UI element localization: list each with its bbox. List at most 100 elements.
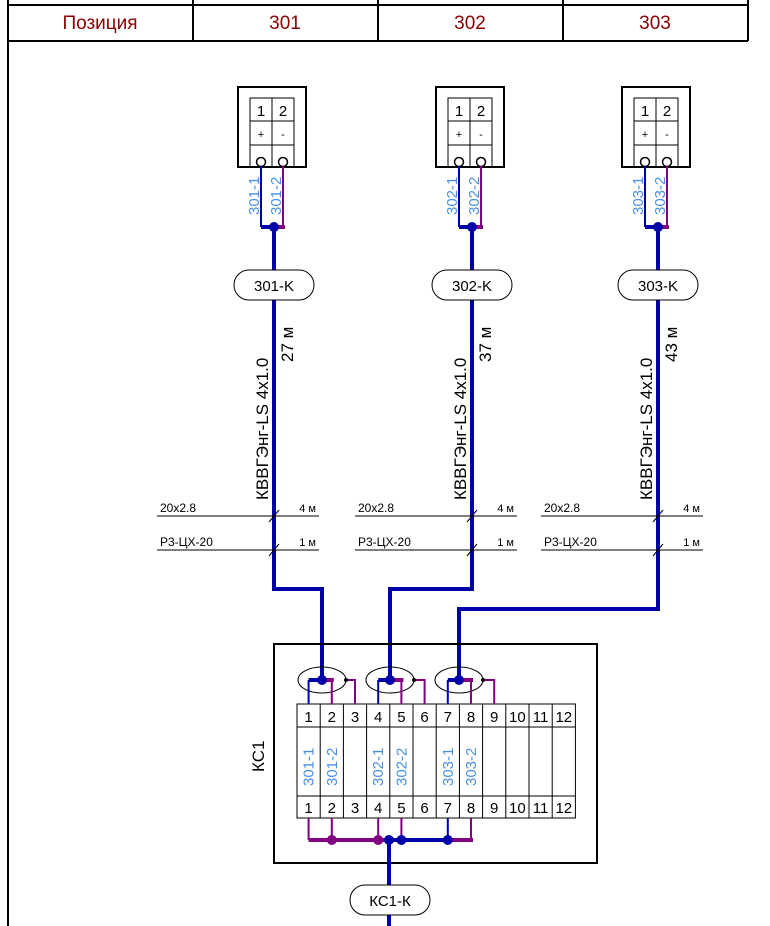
conduit-length: 1 м [683, 537, 700, 549]
wire-label: 301-1 [246, 177, 263, 215]
header-position-303: 303 [639, 13, 671, 34]
terminal-bottom-number: 7 [444, 800, 452, 817]
terminal-top-number: 6 [420, 709, 428, 726]
wire-label: 303-2 [652, 177, 669, 215]
terminal-top-number: 9 [490, 709, 498, 726]
terminal-bottom-number: 11 [533, 800, 549, 817]
terminal-polarity: + [258, 129, 264, 141]
conduit-length: 4 м [683, 503, 700, 515]
terminal-polarity: + [456, 129, 462, 141]
cable-type: КВВГЭнг-LS 4x1.0 [253, 358, 272, 500]
conduit-length: 4 м [497, 503, 514, 515]
bus-junction-dot-icon [326, 835, 337, 845]
terminal-number: 1 [641, 103, 649, 120]
cable-type: КВВГЭнг-LS 4x1.0 [451, 358, 470, 500]
cable-length: 37 м [476, 327, 495, 362]
header-position-302: 302 [454, 13, 486, 34]
bus-junction-dot-icon [373, 835, 384, 845]
shield-dot-icon [412, 678, 416, 682]
conduit-length: 1 м [299, 537, 316, 549]
conduit-tick [652, 543, 664, 557]
shield-wire [483, 679, 496, 704]
junction-box-name: КС1 [249, 741, 268, 772]
terminal-bottom-number: 2 [328, 800, 336, 817]
wire-label: 302-1 [444, 177, 461, 215]
terminal-polarity: - [665, 129, 669, 141]
terminal-bottom-number: 3 [351, 800, 359, 817]
conduit-name: Р3-ЦХ-20 [544, 535, 597, 549]
terminal-wire-label: 302-1 [370, 748, 387, 786]
wire-label: 302-2 [466, 177, 483, 215]
terminal-top-number: 1 [304, 709, 312, 726]
conduit-tick [268, 509, 280, 523]
header-label: Позиция [62, 13, 137, 34]
conduit-tick [466, 543, 478, 557]
cable-length: 27 м [278, 327, 297, 362]
cable-route [272, 227, 324, 680]
terminal-top-number: 11 [533, 709, 549, 726]
terminal-number: 1 [257, 103, 265, 120]
conduit-tick [466, 509, 478, 523]
bus-junction-dot-icon [396, 835, 407, 845]
terminal-polarity: - [479, 129, 483, 141]
terminal-bottom-number: 5 [397, 800, 405, 817]
terminal-top-number: 7 [444, 709, 452, 726]
conduit-name: 20x2.8 [160, 501, 196, 515]
terminal-wire-label: 302-2 [393, 748, 410, 786]
cable-tag: 302-K [452, 278, 492, 295]
wire-label: 301-2 [268, 177, 285, 215]
terminal-wire-label: 301-2 [324, 748, 341, 786]
shield-dot-icon [481, 678, 485, 682]
cable-tag-badge [617, 269, 699, 301]
terminal-screw-icon [277, 156, 289, 168]
shield-wire [414, 679, 426, 704]
terminal-top-number: 4 [374, 709, 382, 726]
header-position-301: 301 [269, 13, 301, 34]
conduit-name: Р3-ЦХ-20 [358, 535, 411, 549]
terminal-top-number: 8 [467, 709, 475, 726]
terminal-top-number: 2 [328, 709, 336, 726]
terminal-bottom-number: 12 [555, 800, 572, 817]
wire-label: 303-1 [630, 177, 647, 215]
conduit-length: 1 м [497, 537, 514, 549]
terminal-number: 2 [477, 103, 485, 120]
device-302: 1 +2 - 302-1 302-2 302-K КВВГЭнг-LS 4x1.0 37 м 2… [355, 86, 517, 680]
terminal-polarity: - [281, 129, 285, 141]
cable-route [388, 227, 474, 680]
terminal-screw-icon [639, 156, 651, 168]
terminal-screw-icon [475, 156, 487, 168]
position-header-table: Позиция 301 302 303 [7, 0, 749, 926]
conduit-tick [268, 543, 280, 557]
terminal-polarity: + [642, 129, 648, 141]
terminal-bottom-number: 9 [490, 800, 498, 817]
terminal-number: 1 [455, 103, 463, 120]
terminal-screw-icon [255, 156, 267, 168]
cable-tag-badge [233, 269, 315, 301]
output-cable-tag-badge [349, 884, 431, 916]
junction-dot-icon [317, 675, 327, 685]
junction-box-kc1: КС111301-122301-23344302-155302-26677303… [249, 643, 598, 926]
terminal-wire-label: 301-1 [301, 748, 318, 786]
junction-dot-icon [385, 675, 395, 685]
cable-length: 43 м [662, 327, 681, 362]
terminal-top-number: 5 [397, 709, 405, 726]
terminal-screw-icon [453, 156, 465, 168]
shield-wire [346, 679, 356, 704]
output-cable-tag: КС1-К [369, 893, 411, 910]
terminal-top-number: 10 [509, 709, 526, 726]
bus-junction-dot-icon [442, 835, 453, 845]
cable-type: КВВГЭнг-LS 4x1.0 [637, 358, 656, 500]
conduit-name: 20x2.8 [358, 501, 394, 515]
terminal-top-number: 12 [555, 709, 572, 726]
terminal-bottom-number: 8 [467, 800, 475, 817]
terminal-wire-label: 303-1 [440, 748, 457, 786]
junction-dot-icon [454, 675, 464, 685]
conduit-length: 4 м [299, 503, 316, 515]
cable-tag: 301-K [254, 278, 294, 295]
terminal-bottom-number: 6 [420, 800, 428, 817]
conduit-name: Р3-ЦХ-20 [160, 535, 213, 549]
conduit-tick [652, 509, 664, 523]
cable-tag-badge [431, 269, 513, 301]
